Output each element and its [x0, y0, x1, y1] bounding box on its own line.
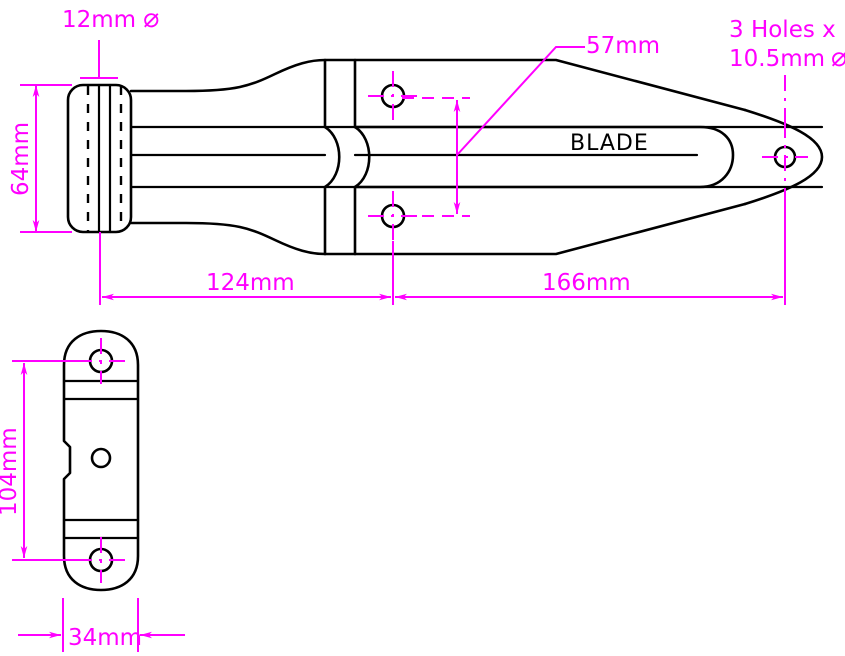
holes-note-line2: 10.5mm⌀ — [729, 42, 845, 73]
dim-124mm-text: 124mm — [206, 270, 295, 296]
side-view — [62, 329, 140, 592]
side-view-outline — [62, 329, 140, 592]
blade-label: BLADE — [570, 131, 649, 156]
leaf-outline-upper — [129, 58, 747, 112]
side-hole-middle — [90, 447, 112, 469]
side-view-dimensions: 104mm 34mm — [0, 338, 185, 652]
transition-s-curve-right — [353, 125, 371, 189]
dim-57mm-text: 57mm — [586, 33, 660, 59]
dim-57mm-leader — [456, 46, 585, 156]
dim-34mm-text: 34mm — [68, 625, 142, 651]
dim-166mm-text: 166mm — [542, 270, 631, 296]
eye-nose-arc — [743, 108, 824, 206]
dim-64mm-text: 64mm — [8, 122, 34, 196]
holes-note-line1: 3 Holes x — [729, 17, 836, 43]
transition-s-curve-left — [323, 125, 341, 189]
leaf-outline-lower — [129, 202, 747, 256]
blade-slot-outline — [353, 125, 735, 189]
top-view: BLADE — [66, 58, 824, 256]
top-view-dimensions: 12mm⌀ 64mm 57mm 3 Holes x 10.5mm⌀ — [8, 3, 845, 305]
dim-12mm-text: 12mm⌀ — [62, 3, 159, 34]
dim-104mm-text: 104mm — [0, 427, 22, 516]
